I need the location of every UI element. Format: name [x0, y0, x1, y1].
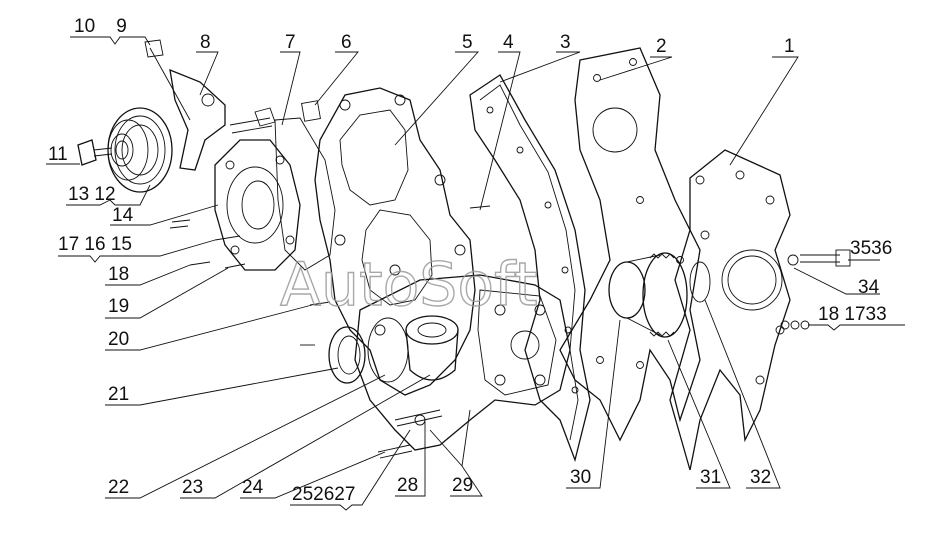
seal-ring	[367, 317, 409, 383]
front-plate	[214, 139, 301, 271]
pulley-bolt	[77, 139, 113, 166]
callout-10-9: 10 9	[74, 16, 127, 37]
callout-13-12: 13 12	[68, 184, 116, 205]
leader-lines	[46, 36, 905, 511]
callout-1: 1	[784, 36, 795, 57]
callout-17-16-15: 17 16 15	[58, 234, 132, 255]
timing-gear-housing	[314, 87, 476, 396]
callout-18-17-33: 18 1733	[818, 304, 887, 325]
callout-6: 6	[341, 32, 352, 53]
callout-31: 31	[700, 467, 721, 488]
tensioner-bracket	[144, 39, 226, 171]
callout-32: 32	[750, 467, 771, 488]
callout-7: 7	[285, 32, 296, 53]
callout-25-26-27: 252627	[292, 484, 355, 505]
gasket-plate	[559, 47, 701, 442]
callout-2: 2	[656, 36, 667, 57]
front-oil-seal	[328, 326, 366, 384]
oil-filler-neck	[405, 315, 459, 381]
callout-23: 23	[182, 477, 203, 498]
callout-19: 19	[108, 296, 129, 317]
callout-18: 18	[108, 264, 129, 285]
callout-28: 28	[397, 475, 418, 496]
crankshaft-pulley	[107, 107, 173, 193]
cover-gasket	[469, 74, 591, 463]
callout-34: 34	[858, 277, 880, 298]
rear-cover-plate	[669, 149, 791, 471]
callout-30: 30	[570, 467, 591, 488]
callout-4: 4	[503, 32, 514, 53]
callout-14: 14	[112, 205, 134, 226]
bolts	[169, 100, 851, 459]
callout-20: 20	[108, 329, 129, 350]
thin-gasket	[274, 117, 336, 271]
callout-3: 3	[560, 32, 571, 53]
callout-24: 24	[242, 477, 264, 498]
callout-22: 22	[108, 477, 129, 498]
callout-11: 11	[48, 144, 68, 165]
idler-gear	[608, 252, 711, 338]
callout-8: 8	[200, 32, 211, 53]
front-cover-lower	[354, 274, 571, 451]
callout-21: 21	[108, 384, 129, 405]
callout-5: 5	[462, 32, 473, 53]
callout-35-36: 3536	[850, 238, 892, 259]
callout-labels: 1 2 3 4 5 6 7 8 10 9 11 13 12 14 17 16 1…	[48, 16, 892, 505]
callout-29: 29	[452, 475, 473, 496]
watermark-text: AutoSoft	[280, 250, 538, 320]
